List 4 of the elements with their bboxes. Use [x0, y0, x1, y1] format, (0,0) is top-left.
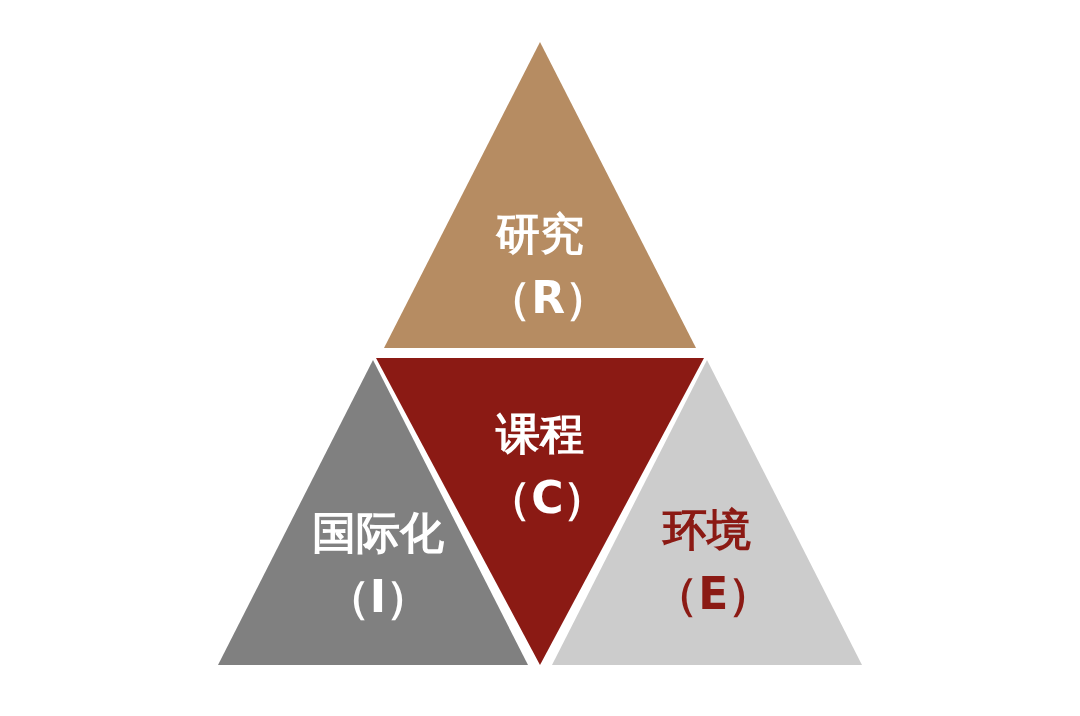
segment-label: 研究（R） — [487, 207, 593, 325]
segment-label: 环境（E） — [654, 503, 760, 621]
segment-label: 课程（C） — [487, 407, 593, 525]
segment-label: 国际化（I） — [311, 506, 445, 624]
